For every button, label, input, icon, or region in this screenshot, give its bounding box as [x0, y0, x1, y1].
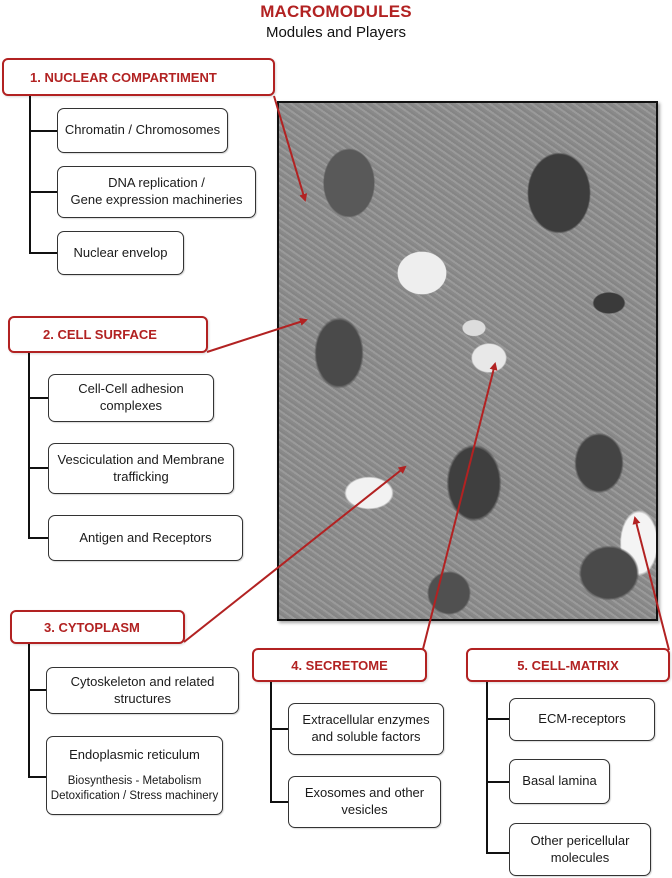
- item-subline: Biosynthesis - Metabolism: [67, 775, 202, 787]
- item-line: DNA replication /: [108, 175, 205, 191]
- tree-connector: [28, 776, 46, 778]
- item-line: Cytoskeleton and related: [70, 673, 215, 689]
- electron-micrograph-image: [277, 101, 658, 621]
- tree-connector: [486, 718, 509, 720]
- item-line: molecules: [550, 849, 610, 865]
- item-line: Nuclear envelop: [73, 244, 168, 260]
- item-line: Endoplasmic reticulum: [69, 747, 200, 763]
- tree-connector: [486, 781, 509, 783]
- item-line: ECM-receptors: [538, 711, 626, 727]
- module-header-cell-surface: 2. CELL SURFACE: [8, 316, 208, 353]
- module-item-antigen-receptors: Antigen and Receptors: [48, 515, 243, 561]
- item-line: Cell-Cell adhesion: [78, 381, 184, 397]
- tree-connector: [29, 130, 57, 132]
- module-item-exosomes: Exosomes and other vesicles: [288, 776, 441, 828]
- module-item-ecm-receptors: ECM-receptors: [509, 698, 655, 741]
- module-item-cytoskeleton: Cytoskeleton and related structures: [46, 667, 239, 714]
- module-item-basal-lamina: Basal lamina: [509, 759, 610, 804]
- item-line: Chromatin / Chromosomes: [64, 122, 221, 138]
- module-header-label: 3. CYTOPLASM: [44, 619, 140, 635]
- tree-connector: [270, 801, 289, 803]
- tree-connector: [28, 537, 48, 539]
- tree-connector: [29, 252, 57, 254]
- module-item-pericellular-molecules: Other pericellular molecules: [509, 823, 651, 876]
- item-line: Vesciculation and Membrane: [57, 451, 225, 467]
- tree-connector: [270, 728, 289, 730]
- tree-connector: [28, 644, 30, 777]
- module-header-label: 5. CELL-MATRIX: [517, 657, 619, 673]
- module-header-cell-matrix: 5. CELL-MATRIX: [466, 648, 670, 682]
- tree-connector: [28, 467, 48, 469]
- tree-connector: [486, 682, 488, 853]
- item-line: and soluble factors: [311, 729, 421, 744]
- module-header-secretome: 4. SECRETOME: [252, 648, 427, 682]
- module-item-chromatin: Chromatin / Chromosomes: [57, 108, 228, 153]
- module-header-cytoplasm: 3. CYTOPLASM: [10, 610, 185, 644]
- module-item-nuclear-envelop: Nuclear envelop: [57, 231, 184, 275]
- tree-connector: [29, 191, 57, 193]
- module-header-label: 2. CELL SURFACE: [43, 327, 157, 342]
- item-line: Extracellular enzymes: [302, 712, 430, 728]
- item-line: structures: [113, 690, 172, 706]
- item-line: trafficking: [113, 468, 169, 484]
- diagram-title: MACROMODULES: [260, 2, 412, 21]
- item-line: Exosomes and other: [304, 785, 425, 801]
- tree-connector: [28, 397, 48, 399]
- item-line: Antigen and Receptors: [79, 529, 212, 545]
- item-subline: Detoxification / Stress machinery: [50, 789, 219, 802]
- item-line: vesicles: [341, 802, 388, 817]
- tree-connector: [486, 852, 509, 854]
- tree-connector: [28, 353, 30, 538]
- module-header-label: 1. NUCLEAR COMPARTIMENT: [30, 69, 217, 85]
- tree-connector: [270, 682, 272, 803]
- module-header-label: 4. SECRETOME: [291, 657, 388, 673]
- diagram-subtitle: Modules and Players: [265, 24, 407, 41]
- tree-connector: [29, 96, 31, 254]
- module-item-vesiculation: Vesciculation and Membrane trafficking: [48, 443, 234, 494]
- module-item-endoplasmic-reticulum: Endoplasmic reticulum Biosynthesis - Met…: [46, 736, 223, 815]
- item-line: Other pericellular: [530, 832, 630, 848]
- item-line: complexes: [99, 398, 163, 413]
- item-line: Basal lamina: [522, 773, 597, 789]
- module-item-extracellular-enzymes: Extracellular enzymes and soluble factor…: [288, 703, 444, 755]
- module-header-nuclear-compartment: 1. NUCLEAR COMPARTIMENT: [2, 58, 275, 96]
- tree-connector: [28, 689, 46, 691]
- module-item-cell-adhesion: Cell-Cell adhesion complexes: [48, 374, 214, 422]
- module-item-dna-replication: DNA replication / Gene expression machin…: [57, 166, 256, 218]
- item-line: Gene expression machineries: [70, 192, 243, 207]
